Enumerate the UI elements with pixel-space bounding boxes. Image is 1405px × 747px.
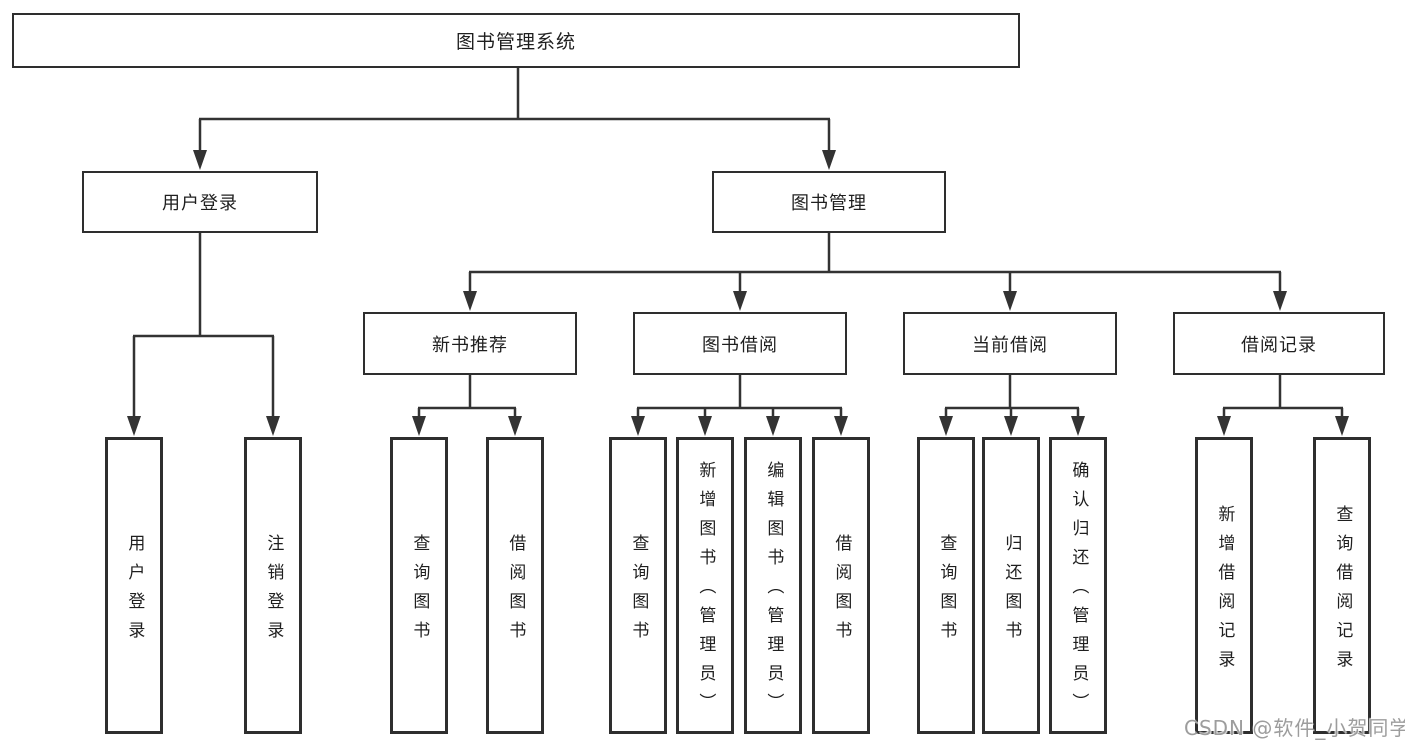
arrowheads	[127, 150, 1349, 436]
node-label: 新增借阅记录	[1214, 504, 1235, 679]
node-system-root: 图书管理系统	[12, 13, 1020, 68]
connector-user-login-to-leaves	[132, 233, 275, 418]
node-records-add-borrow-record: 新增借阅记录	[1195, 437, 1253, 734]
node-borrowing-query-books: 查询图书	[609, 437, 667, 734]
connector-current-borrowing-to-leaves	[944, 375, 1080, 418]
node-label: 当前借阅	[972, 334, 1048, 356]
node-label: 查询借阅记录	[1332, 504, 1353, 679]
node-label: 查询图书	[936, 533, 957, 650]
node-label: 新书推荐	[432, 334, 508, 356]
csdn-watermark: CSDN @软件_小贺同学	[1184, 716, 1405, 740]
node-label: 图书借阅	[702, 334, 778, 356]
node-label: 用户登录	[162, 193, 238, 214]
node-label: 图书管理系统	[455, 31, 576, 53]
node-label: 借阅图书	[505, 533, 526, 650]
node-label: 借阅记录	[1241, 334, 1317, 356]
node-login-user-login: 用户登录	[105, 437, 163, 734]
node-records-query-borrow-record: 查询借阅记录	[1313, 437, 1371, 734]
node-book-management: 图书管理	[712, 171, 946, 233]
node-borrowing-borrow-books: 借阅图书	[812, 437, 870, 734]
connector-book-borrowing-to-leaves	[636, 375, 843, 418]
node-label: 新增图书（管理员）	[695, 461, 716, 722]
node-label: 编辑图书（管理员）	[763, 461, 784, 722]
node-current-confirm-return-admin: 确认归还（管理员）	[1049, 437, 1107, 734]
node-current-borrowing: 当前借阅	[903, 312, 1117, 375]
node-book-borrowing: 图书借阅	[633, 312, 847, 375]
node-label: 图书管理	[791, 193, 867, 214]
connector-book-mgmt-to-level2	[468, 233, 1282, 292]
connector-root-to-level1	[198, 68, 831, 152]
node-label: 注销登录	[263, 533, 284, 650]
node-label: 查询图书	[628, 533, 649, 650]
node-label: 查询图书	[409, 533, 430, 650]
node-borrowing-edit-books-admin: 编辑图书（管理员）	[744, 437, 802, 734]
node-label: 借阅图书	[831, 533, 852, 650]
node-borrowing-add-books-admin: 新增图书（管理员）	[676, 437, 734, 734]
node-login-logout: 注销登录	[244, 437, 302, 734]
node-user-login: 用户登录	[82, 171, 318, 233]
node-borrowing-records: 借阅记录	[1173, 312, 1385, 375]
connector-borrow-records-to-leaves	[1222, 375, 1344, 418]
node-new-book-recommendation: 新书推荐	[363, 312, 577, 375]
node-label: 确认归还（管理员）	[1068, 461, 1089, 722]
node-current-query-books: 查询图书	[917, 437, 975, 734]
connector-new-book-to-leaves	[417, 375, 517, 418]
node-label: 归还图书	[1001, 533, 1022, 650]
node-label: 用户登录	[124, 533, 145, 650]
node-current-return-books: 归还图书	[982, 437, 1040, 734]
node-recommend-borrow-books: 借阅图书	[486, 437, 544, 734]
node-recommend-query-books: 查询图书	[390, 437, 448, 734]
